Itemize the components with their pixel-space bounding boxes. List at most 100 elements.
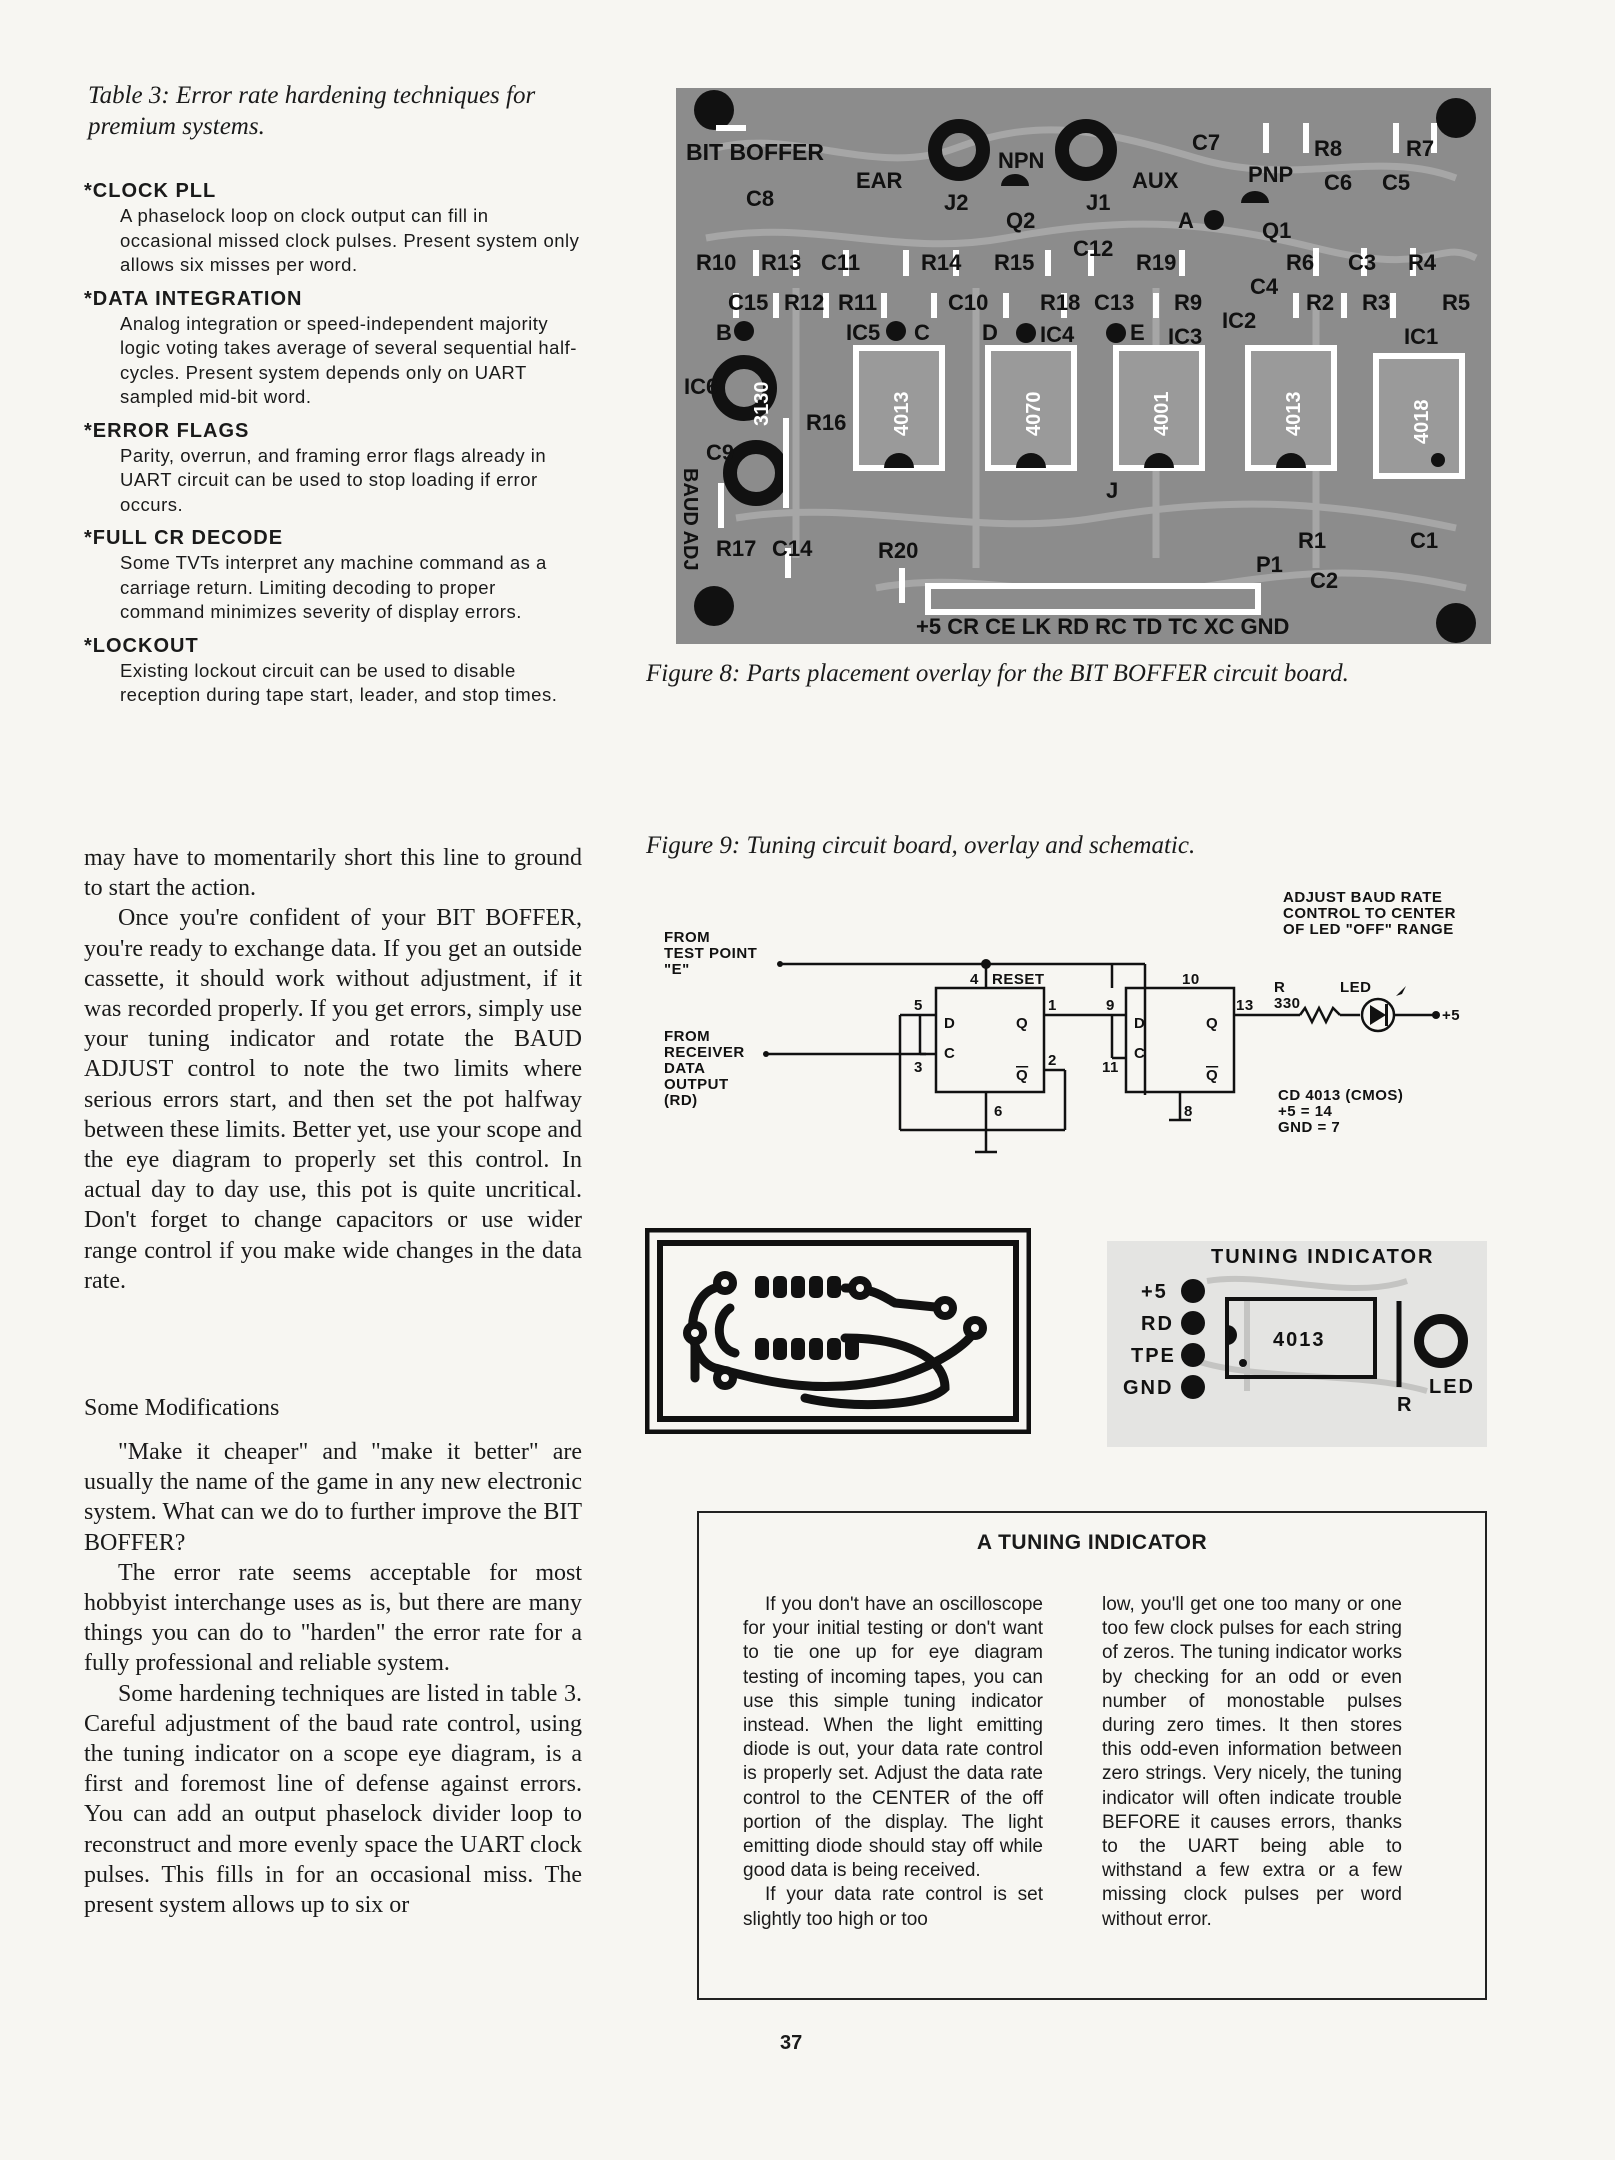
table-item-body: Parity, overrun, and framing error flags… xyxy=(120,444,547,515)
overlay-r-label: R xyxy=(1397,1394,1413,1416)
c3-label: C3 xyxy=(1348,250,1376,275)
c9-label: C9 xyxy=(706,440,734,465)
tuning-indicator-overlay: TUNING INDICATOR +5 RD TPE GND 4013 R LE… xyxy=(1107,1241,1487,1447)
r8-label: R8 xyxy=(1314,136,1342,161)
r11-label: R11 xyxy=(838,290,877,315)
table-item: *LOCKOUT Existing lockout circuit can be… xyxy=(84,633,584,708)
c12-label: C12 xyxy=(1073,236,1113,261)
pin-label: 9 xyxy=(1106,997,1115,1014)
c13-label: C13 xyxy=(1094,290,1134,315)
receiver-label: DATA xyxy=(664,1060,705,1077)
r14-label: R14 xyxy=(921,250,962,275)
chip-4070-label: 4070 xyxy=(1023,392,1045,437)
table-item-body: Some TVTs interpret any machine command … xyxy=(120,552,547,622)
r1-label: R1 xyxy=(1298,528,1326,553)
table-item-heading: *ERROR FLAGS xyxy=(84,419,250,442)
body-paragraph: "Make it cheaper" and "make it better" a… xyxy=(84,1439,582,1556)
bit-boffer-board-overlay: BIT BOFFER EAR NPN AUX PNP C7 C8 R8 R7 C… xyxy=(676,88,1491,644)
ic5-label: IC5 xyxy=(846,320,880,345)
flipflop-d-label: D xyxy=(944,1015,955,1032)
receiver-label: (RD) xyxy=(664,1092,698,1109)
figure-9-caption: Figure 9: Tuning circuit board, overlay … xyxy=(646,832,1196,859)
q2-label: Q2 xyxy=(1006,208,1035,233)
flipflop-qbar-label: Q xyxy=(1016,1067,1028,1084)
flipflop-d-label: D xyxy=(1134,1015,1145,1032)
schematic-note-line: ADJUST BAUD RATE xyxy=(1283,890,1442,906)
npn-label: NPN xyxy=(998,148,1044,173)
ic6-label: IC6 xyxy=(684,374,718,399)
sidebar-paragraph: low, you'll get one too many or one too … xyxy=(1102,1594,1402,1930)
overlay-pin-label: TPE xyxy=(1131,1345,1176,1367)
page-number: 37 xyxy=(780,2032,803,2054)
pin-label: 8 xyxy=(1184,1103,1193,1120)
pin-label: 3 xyxy=(914,1059,923,1076)
chip-4013-label: 4013 xyxy=(1283,392,1305,437)
tuning-indicator-sidebar: A TUNING INDICATOR If you don't have an … xyxy=(697,1511,1487,2000)
r15-label: R15 xyxy=(994,250,1034,275)
flipflop-qbar-label: Q xyxy=(1206,1067,1218,1084)
pnp-label: PNP xyxy=(1248,162,1293,187)
figure-8-caption: Figure 8: Parts placement overlay for th… xyxy=(646,660,1349,687)
sidebar-paragraph: If your data rate control is set slightl… xyxy=(743,1884,1043,1930)
c11-label: C11 xyxy=(821,250,860,275)
baud-adj-label: BAUD ADJ xyxy=(679,468,701,571)
c6-label: C6 xyxy=(1324,170,1352,195)
ear-label: EAR xyxy=(856,168,903,193)
schematic-note-line: CONTROL TO CENTER xyxy=(1283,905,1456,922)
c14-label: C14 xyxy=(772,536,813,561)
c-label: C xyxy=(914,320,930,345)
sidebar-column-2: low, you'll get one too many or one too … xyxy=(1102,1593,1402,1932)
table-item-heading: *CLOCK PLL xyxy=(84,180,217,202)
overlay-led-label: LED xyxy=(1429,1376,1475,1398)
overlay-title: TUNING INDICATOR xyxy=(1211,1246,1434,1268)
table-item: *ERROR FLAGS Parity, overrun, and framin… xyxy=(84,418,584,518)
pin-label: 4 xyxy=(970,971,979,988)
c4-label: C4 xyxy=(1250,274,1279,299)
r17-label: R17 xyxy=(716,536,756,561)
flipflop-c-label: C xyxy=(1134,1045,1145,1062)
body-paragraph: Once you're confident of your BIT BOFFER… xyxy=(84,905,582,1294)
r7-label: R7 xyxy=(1406,136,1434,161)
table-item: *CLOCK PLL A phaselock loop on clock out… xyxy=(84,178,584,278)
ic3-label: IC3 xyxy=(1168,324,1202,349)
d-label: D xyxy=(982,320,998,345)
r5-label: R5 xyxy=(1442,290,1470,315)
c15-label: C15 xyxy=(728,290,768,315)
q1-label: Q1 xyxy=(1262,218,1291,243)
reset-label: RESET xyxy=(992,971,1045,988)
a-label: A xyxy=(1178,208,1194,233)
table-item-heading: *FULL CR DECODE xyxy=(84,527,284,549)
overlay-pin-label: RD xyxy=(1141,1313,1174,1335)
b-label: B xyxy=(716,320,732,345)
c5-label: C5 xyxy=(1382,170,1410,195)
table-item-body: Existing lockout circuit can be used to … xyxy=(120,659,558,706)
body-text-bottom: "Make it cheaper" and "make it better" a… xyxy=(84,1437,582,1920)
r16-label: R16 xyxy=(806,410,846,435)
led-label: LED xyxy=(1340,979,1372,996)
r6-label: R6 xyxy=(1286,250,1314,275)
plus5-label: +5 xyxy=(1442,1007,1460,1024)
table-item-heading: *LOCKOUT xyxy=(84,634,199,657)
c7-label: C7 xyxy=(1192,130,1220,155)
e-label: E xyxy=(1130,320,1145,345)
resistor-value: 330 xyxy=(1274,995,1301,1012)
body-paragraph: may have to momentarily short this line … xyxy=(84,845,582,902)
sidebar-title: A TUNING INDICATOR xyxy=(976,1531,1208,1554)
ic4-label: IC4 xyxy=(1040,322,1075,347)
pin-label: 2 xyxy=(1048,1052,1057,1069)
receiver-label: RECEIVER xyxy=(664,1044,745,1061)
sidebar-paragraph: If you don't have an oscilloscope for yo… xyxy=(743,1594,1043,1882)
chip-4013-label: 4013 xyxy=(891,392,913,437)
pin-label: 11 xyxy=(1102,1059,1119,1076)
overlay-chip-label: 4013 xyxy=(1273,1329,1326,1351)
r9-label: R9 xyxy=(1174,290,1202,315)
p1-label: P1 xyxy=(1256,552,1283,577)
j1-label: J1 xyxy=(1086,190,1110,215)
flipflop-q-label: Q xyxy=(1206,1015,1218,1032)
chip-note-line: CD 4013 (CMOS) xyxy=(1278,1087,1403,1104)
table-item: *FULL CR DECODE Some TVTs interpret any … xyxy=(84,525,584,625)
connector-pins-label: +5 CR CE LK RD RC TD TC XC GND xyxy=(916,614,1289,639)
r20-label: R20 xyxy=(878,538,918,563)
body-paragraph: Some hardening techniques are listed in … xyxy=(84,1680,582,1919)
table-item: *DATA INTEGRATION Analog integration or … xyxy=(84,286,584,410)
